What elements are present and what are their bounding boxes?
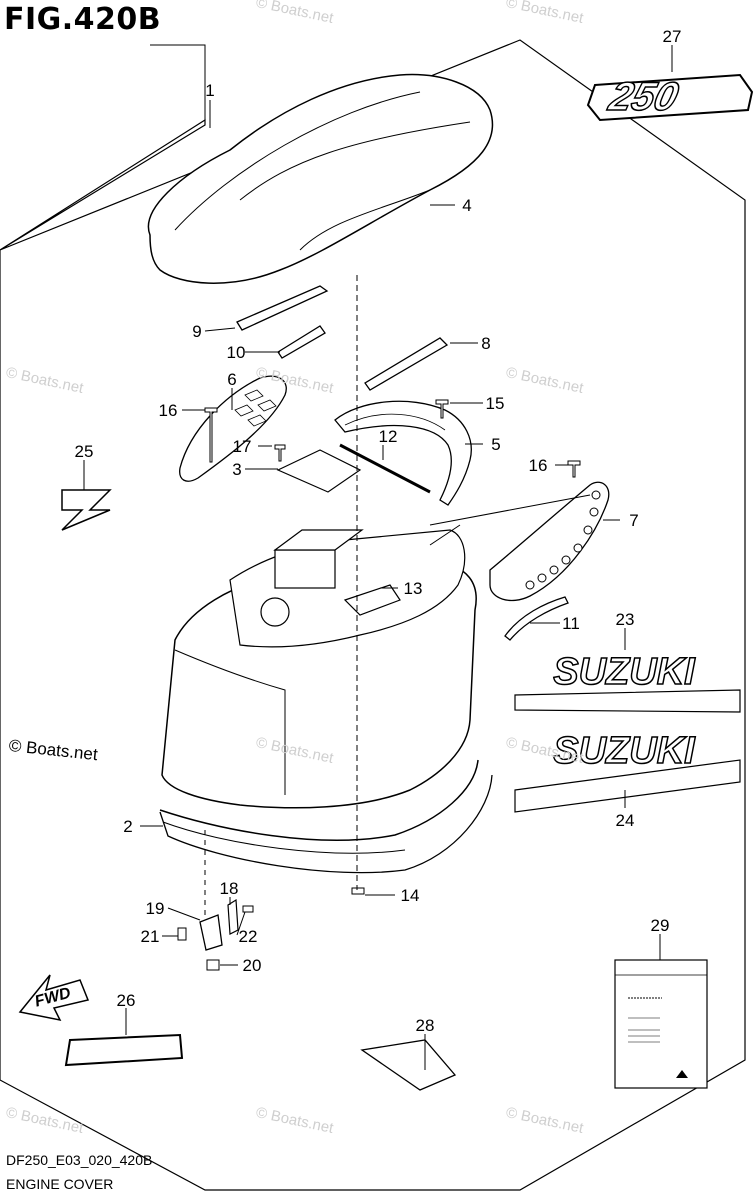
callout-4: 4	[462, 196, 471, 215]
callout-16-left: 16	[159, 401, 178, 420]
owners-manual	[614, 959, 708, 1089]
callout-20: 20	[243, 956, 262, 975]
callout-3: 3	[232, 460, 241, 479]
rubber-strip	[339, 443, 431, 494]
seal-parts	[236, 285, 569, 641]
figure-title: FIG.420B	[4, 2, 162, 37]
cover-latch	[177, 898, 254, 971]
frame-outline	[150, 44, 206, 120]
callout-12: 12	[379, 427, 398, 446]
callout-15: 15	[486, 394, 505, 413]
suzuki-decal-lower-text: SUZUKI	[553, 730, 696, 772]
callout-1: 1	[205, 81, 214, 100]
callout-24: 24	[616, 811, 635, 830]
callout-19: 19	[146, 899, 165, 918]
decal-250-top: 250	[586, 73, 754, 122]
suzuki-decal-upper-text: SUZUKI	[553, 651, 696, 693]
callout-5: 5	[491, 435, 500, 454]
screw-parts	[204, 399, 581, 895]
suzuki-decal-upper: SUZUKI	[514, 650, 741, 713]
callout-11: 11	[562, 614, 580, 633]
callout-28: 28	[416, 1016, 435, 1035]
callout-21: 21	[141, 927, 160, 946]
tool-pouch	[360, 1039, 457, 1091]
callout-16-right: 16	[529, 456, 548, 475]
callout-2: 2	[123, 817, 132, 836]
right-grille	[489, 481, 610, 601]
left-grille	[179, 375, 287, 482]
suzuki-s-emblem	[61, 489, 112, 531]
callout-26: 26	[117, 991, 136, 1010]
callout-17: 17	[233, 437, 252, 456]
callout-23: 23	[616, 610, 635, 629]
drawing-code: DF250_E03_020_420B	[6, 1152, 153, 1168]
callout-9: 9	[192, 322, 201, 341]
callout-25: 25	[75, 442, 94, 461]
callout-10: 10	[227, 343, 246, 362]
callout-27: 27	[663, 27, 682, 46]
callout-22: 22	[239, 927, 258, 946]
drawing-name: ENGINE COVER	[6, 1176, 114, 1192]
cover-tray	[229, 524, 466, 648]
callout-18: 18	[220, 879, 239, 898]
callout-14: 14	[401, 886, 420, 905]
callout-13: 13	[404, 579, 423, 598]
suzuki-decal-lower: SUZUKI	[514, 729, 741, 813]
callout-6: 6	[227, 370, 236, 389]
top-cover	[147, 73, 494, 284]
bracket-parts	[276, 449, 401, 616]
fwd-arrow: FWD	[18, 974, 90, 1022]
rear-cover	[334, 400, 472, 506]
callout-8: 8	[481, 334, 490, 353]
callout-29: 29	[651, 916, 670, 935]
assembly-frame	[0, 39, 746, 1191]
decal-250-lower: 250	[64, 1033, 184, 1067]
leader-lines	[83, 45, 673, 1070]
callout-7: 7	[629, 511, 638, 530]
decal-250-top-text: 250	[604, 74, 683, 119]
